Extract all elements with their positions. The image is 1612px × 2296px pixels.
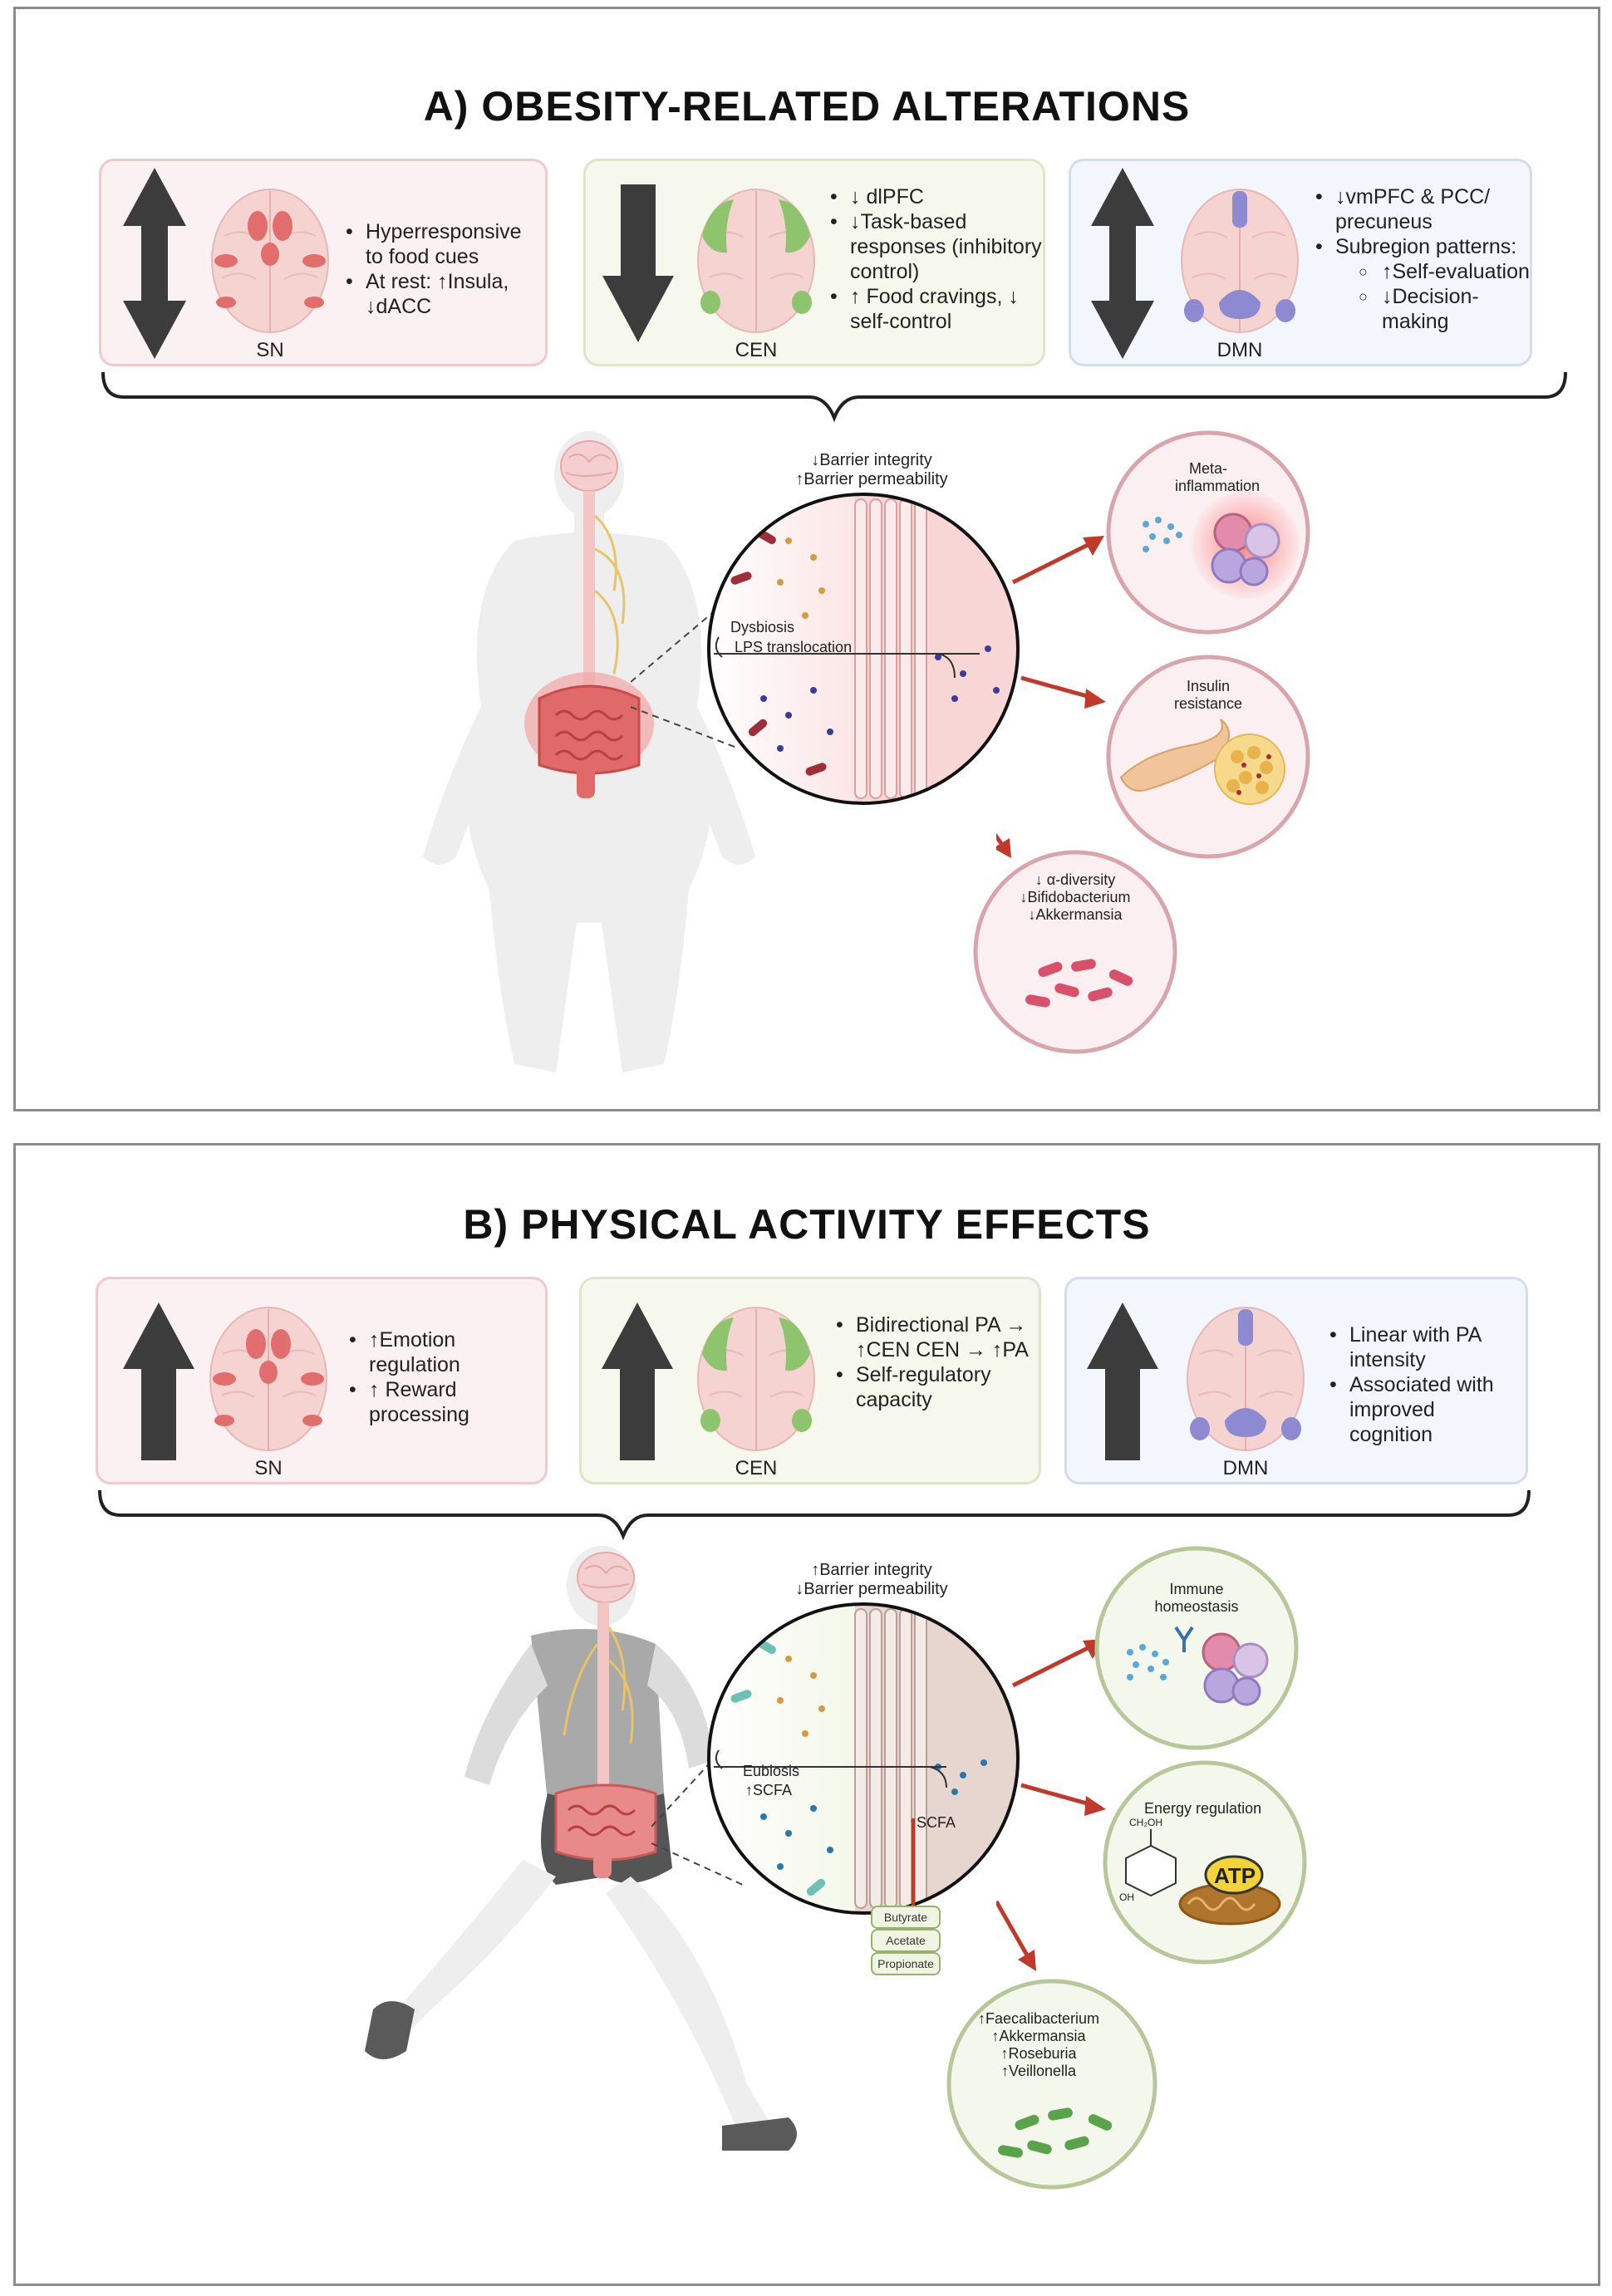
dmn-box-a: DMN ↓vmPFC & PCC/ precuneus Subregion pa…	[1069, 159, 1532, 366]
dysbiosis-label: Dysbiosis	[730, 619, 795, 635]
microbiota-b-1: ↑Akkermansia	[991, 2028, 1086, 2044]
brain-dmn-icon	[1187, 1307, 1305, 1451]
brain-cen-icon	[697, 189, 815, 333]
up-arrow-icon	[1087, 1303, 1158, 1460]
energy-regulation-label: Energy regulation	[1144, 1800, 1262, 1817]
barrier-integrity-a: ↓Barrier integrity	[811, 451, 932, 469]
bullet: At rest: ↑Insula, ↓dACC	[342, 269, 542, 319]
chip-propionate: Propionate	[871, 1952, 941, 1975]
bullet: Self-regulatory capacity	[833, 1362, 1032, 1412]
sn-bullets-a: Hyperresponsive to food cues At rest: ↑I…	[342, 219, 542, 319]
scfa-left-label: ↑SCFA	[745, 1782, 793, 1798]
red-arrows-a	[996, 536, 1106, 858]
panel-physical-activity: B) PHYSICAL ACTIVITY EFFECTS SN ↑Emotion…	[13, 1143, 1600, 2286]
microbiota-a-0: ↓ α-diversity	[1035, 871, 1116, 888]
energy-regulation-circle	[1103, 1760, 1307, 1965]
obese-body-figure	[423, 431, 755, 1072]
lps-translocation-label: LPS translocation	[735, 639, 853, 655]
panel-a-title: A) OBESITY-RELATED ALTERATIONS	[423, 83, 1191, 130]
bullet: Subregion patterns: ↑Self-evaluation ↓De…	[1312, 234, 1530, 334]
bullet: Linear with PA intensity	[1326, 1322, 1517, 1372]
dmn-bullets-b: Linear with PA intensity Associated with…	[1326, 1322, 1517, 1447]
bullet: ↑ Food cravings, ↓ self-control	[827, 284, 1044, 334]
cen-bullets-a: ↓ dlPFC ↓Task-based responses (inhibitor…	[827, 184, 1044, 334]
glucose-oh-label: OH	[1119, 1891, 1134, 1903]
atp-label: ATP	[1214, 1863, 1256, 1888]
cen-box-b: CEN Bidirectional PA → ↑CEN CEN → ↑PA Se…	[579, 1277, 1041, 1484]
barrier-permeability-a: ↑Barrier permeability	[795, 470, 948, 488]
bullet: Hyperresponsive to food cues	[342, 219, 542, 269]
immune-homeostasis-circle	[1094, 1546, 1299, 1750]
cen-bullets-b: Bidirectional PA → ↑CEN CEN → ↑PA Self-r…	[833, 1312, 1032, 1412]
dmn-label: DMN	[1222, 1457, 1269, 1479]
panel-obesity: A) OBESITY-RELATED ALTERATIONS SN Hyperr…	[13, 7, 1600, 1111]
cen-box-a: CEN ↓ dlPFC ↓Task-based responses (inhib…	[583, 159, 1045, 366]
microbiota-circle-a	[973, 850, 1177, 1054]
up-down-arrow-icon	[123, 168, 186, 359]
sub-bullet: ↓Decision-making	[1335, 284, 1530, 334]
eubiosis-label: Eubiosis	[743, 1763, 800, 1779]
microbiota-b-3: ↑Veillonella	[1000, 2063, 1077, 2079]
chip-acetate: Acetate	[871, 1929, 941, 1952]
zoom-lines	[651, 1726, 743, 1886]
chip-butyrate: Butyrate	[871, 1906, 941, 1929]
cen-label: CEN	[735, 339, 778, 361]
dmn-label: DMN	[1216, 339, 1263, 361]
microbiota-b-2: ↑Roseburia	[1000, 2045, 1077, 2062]
up-down-arrow-icon	[1091, 168, 1154, 359]
bullet: ↓Task-based responses (inhibitory contro…	[827, 209, 1044, 284]
sn-box-a: SN Hyperresponsive to food cues At rest:…	[99, 159, 548, 366]
immune-homeostasis-label: Immune homeostasis	[1154, 1581, 1239, 1615]
gut-lumen-circle-b	[707, 1602, 1020, 1915]
bullet: ↑ Reward processing	[346, 1377, 545, 1427]
dmn-bullets-a: ↓vmPFC & PCC/ precuneus Subregion patter…	[1312, 184, 1530, 334]
bullet: ↑Emotion regulation	[346, 1327, 545, 1377]
red-arrows-b	[996, 1639, 1106, 1971]
sn-bullets-b: ↑Emotion regulation ↑ Reward processing	[346, 1327, 545, 1427]
bullet: Bidirectional PA → ↑CEN CEN → ↑PA	[833, 1312, 1032, 1362]
sub-bullet: ↑Self-evaluation	[1335, 259, 1530, 284]
microbiota-a-1: ↓Bifidobacterium	[1020, 889, 1131, 905]
barrier-integrity-b: ↑Barrier integrity	[811, 1561, 932, 1579]
panel-b-title: B) PHYSICAL ACTIVITY EFFECTS	[463, 1201, 1151, 1248]
bullet: ↓ dlPFC	[827, 184, 1044, 209]
curly-brace-icon	[101, 371, 1567, 423]
barrier-permeability-b: ↓Barrier permeability	[795, 1580, 948, 1598]
sn-box-b: SN ↑Emotion regulation ↑ Reward processi…	[96, 1277, 548, 1484]
brain-sn-icon	[209, 1307, 327, 1451]
meta-inflammation-label: Meta-inflammation	[1175, 460, 1261, 494]
dmn-box-b: DMN Linear with PA intensity Associated …	[1064, 1277, 1528, 1484]
glucose-ch2oh-label: CH₂OH	[1129, 1817, 1162, 1828]
meta-inflammation-circle	[1106, 430, 1310, 635]
cen-label: CEN	[735, 1457, 778, 1479]
insulin-resistance-label: Insulin resistance	[1173, 678, 1243, 712]
sn-label: SN	[254, 1457, 283, 1479]
brain-sn-icon	[211, 189, 329, 333]
insulin-resistance-circle	[1106, 655, 1310, 859]
bullet: ↓vmPFC & PCC/ precuneus	[1312, 184, 1530, 234]
scfa-right-label: ↑SCFA	[909, 1814, 956, 1831]
microbiota-a-2: ↓Akkermansia	[1028, 906, 1123, 923]
brain-dmn-icon	[1181, 189, 1299, 333]
down-arrow-icon	[602, 184, 674, 342]
gut-lumen-circle-a	[707, 493, 1020, 805]
up-arrow-icon	[602, 1303, 673, 1460]
microbiota-b-0: ↑Faecalibacterium	[977, 2010, 1100, 2027]
up-arrow-icon	[123, 1303, 194, 1460]
curly-brace-icon	[98, 1489, 1531, 1541]
microbiota-circle-b	[946, 1979, 1157, 2190]
brain-cen-icon	[697, 1307, 815, 1451]
runner-body-figure	[365, 1546, 797, 2151]
sn-label: SN	[256, 339, 284, 361]
bullet: Associated with improved cognition	[1326, 1372, 1517, 1447]
